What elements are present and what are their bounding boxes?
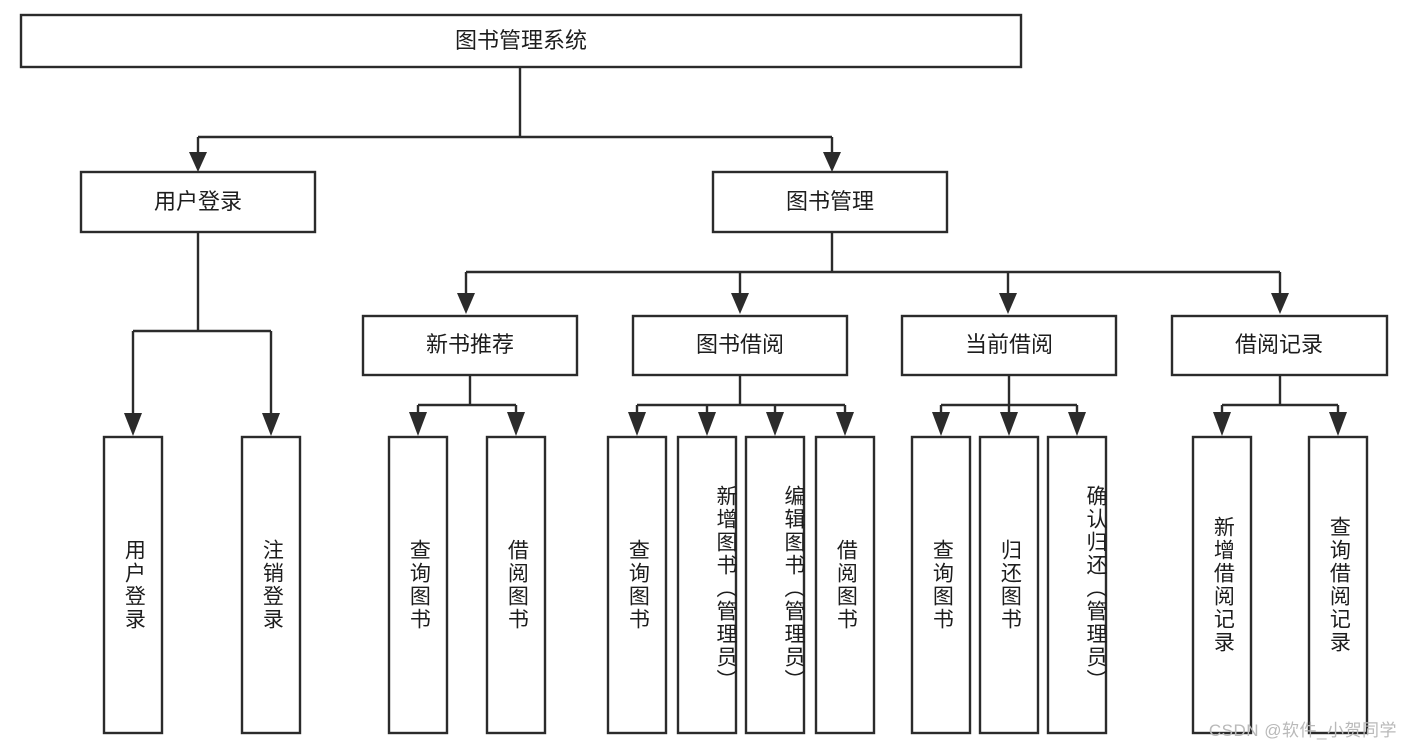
leaf-query-book-current[interactable] xyxy=(910,435,972,735)
connector-root-to-level2 xyxy=(189,67,841,172)
leaf-return-book[interactable] xyxy=(978,435,1040,735)
leaf-confirm-return-admin[interactable] xyxy=(1046,435,1108,735)
node-borrow-record[interactable] xyxy=(1170,314,1389,377)
leaf-add-book-admin[interactable] xyxy=(676,435,738,735)
connector-borrowrecord-to-leaves xyxy=(1213,375,1347,436)
leaf-user-login[interactable] xyxy=(102,435,164,735)
connector-bookmgmt-to-level3 xyxy=(457,232,1289,314)
leaf-borrow-book-recommend[interactable] xyxy=(485,435,547,735)
leaf-borrow-book[interactable] xyxy=(814,435,876,735)
node-book-borrow-label: 图书借阅 xyxy=(696,332,784,357)
leaf-logout-login[interactable] xyxy=(240,435,302,735)
connector-currentborrow-to-leaves xyxy=(932,375,1086,436)
node-borrow-record-label: 借阅记录 xyxy=(1235,332,1323,357)
node-user-login-label: 用户登录 xyxy=(154,189,242,214)
node-book-borrow[interactable] xyxy=(631,314,849,377)
node-current-borrow[interactable] xyxy=(900,314,1118,377)
connector-newbook-to-leaves xyxy=(409,375,525,436)
leaf-query-book-borrow[interactable] xyxy=(606,435,668,735)
leaf-edit-book-admin[interactable] xyxy=(744,435,806,735)
csdn-watermark: CSDN @软件_小贺同学 xyxy=(1208,721,1397,740)
connector-userlogin-to-leaves xyxy=(124,232,280,436)
node-book-management-label: 图书管理 xyxy=(786,189,874,214)
node-root-label: 图书管理系统 xyxy=(455,28,587,53)
node-new-book-recommend[interactable] xyxy=(361,314,579,377)
leaf-query-book-recommend[interactable] xyxy=(387,435,449,735)
node-current-borrow-label: 当前借阅 xyxy=(965,332,1053,357)
node-book-management[interactable] xyxy=(711,170,949,234)
node-new-book-recommend-label: 新书推荐 xyxy=(426,332,514,357)
node-user-login[interactable] xyxy=(79,170,317,234)
connector-bookborrow-to-leaves xyxy=(628,375,854,436)
node-root[interactable] xyxy=(19,13,1023,69)
leaf-add-borrow-record[interactable] xyxy=(1191,435,1253,735)
leaf-query-borrow-record[interactable] xyxy=(1307,435,1369,735)
